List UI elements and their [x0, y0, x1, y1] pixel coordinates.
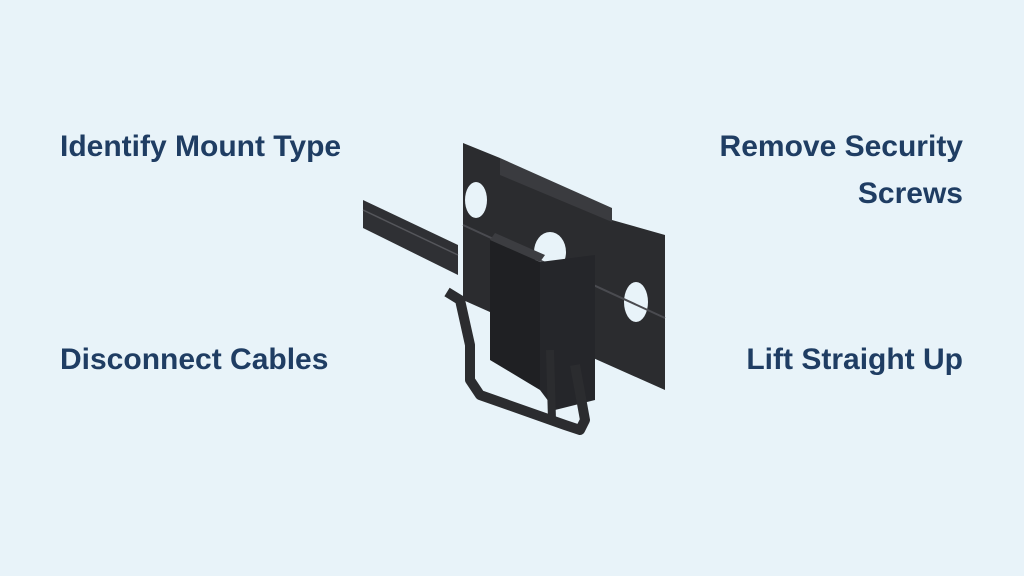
- step-remove-security-screws: Remove Security Screws: [719, 130, 963, 210]
- side-rail: [362, 200, 459, 275]
- step-disconnect-cables: Disconnect Cables: [60, 343, 329, 376]
- tv-wall-mount-exploded-icon: [362, 143, 666, 435]
- bracket-frame: [444, 287, 590, 435]
- step-identify-mount-type: Identify Mount Type: [60, 130, 342, 163]
- step-lift-straight-up: Lift Straight Up: [746, 343, 963, 376]
